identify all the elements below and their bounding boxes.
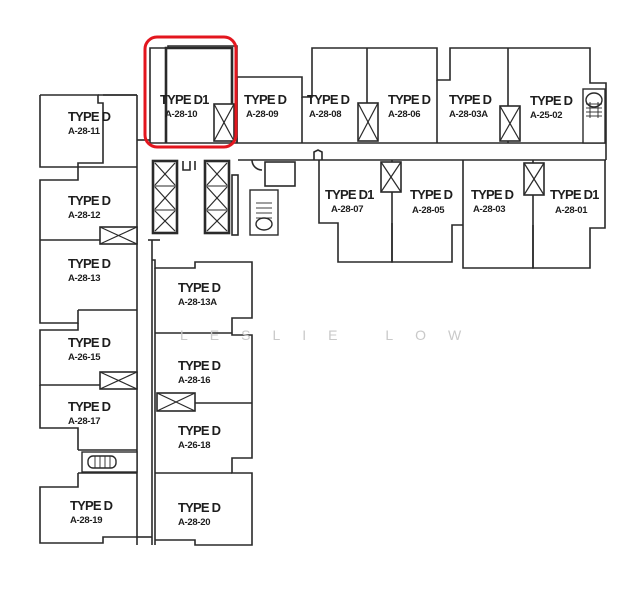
west-wing-units (39, 94, 150, 545)
svg-text:A-28-13: A-28-13 (68, 273, 100, 284)
service-shaft-icon (99, 371, 138, 390)
unit-a-28-10[interactable]: TYPE D1 A-28-10 (160, 92, 210, 120)
svg-text:A-28-03A: A-28-03A (449, 109, 488, 120)
svg-text:TYPE D: TYPE D (244, 92, 287, 107)
svg-text:A-28-08: A-28-08 (309, 109, 341, 120)
unit-a-28-01[interactable]: TYPE D1 A-28-01 (550, 187, 600, 216)
svg-text:A-28-17: A-28-17 (68, 416, 100, 427)
svg-text:A-28-09: A-28-09 (246, 109, 278, 120)
unit-a-28-06[interactable]: TYPE D A-28-06 (388, 92, 431, 120)
unit-a-28-20[interactable]: TYPE D A-28-20 (178, 500, 221, 528)
svg-text:TYPE D: TYPE D (68, 193, 111, 208)
staircase-icon (81, 451, 138, 473)
svg-text:TYPE D: TYPE D (178, 280, 221, 295)
svg-text:TYPE D: TYPE D (410, 187, 453, 202)
shafts-top (213, 88, 606, 144)
unit-a-28-08[interactable]: TYPE D A-28-08 (307, 92, 350, 120)
service-shaft-icon (213, 103, 235, 142)
unit-a-28-16[interactable]: TYPE D A-28-16 (178, 358, 221, 386)
service-shaft-icon (156, 392, 196, 412)
unit-a-28-13[interactable]: TYPE D A-28-13 (68, 256, 111, 284)
service-shaft-icon (357, 102, 379, 142)
svg-text:A-28-03: A-28-03 (473, 204, 505, 215)
staircase-icon (582, 88, 606, 144)
svg-text:A-28-13A: A-28-13A (178, 297, 217, 308)
east-wing-units (238, 143, 607, 269)
unit-labels: TYPE D1 A-28-10 TYPE D A-28-09 TYPE D A-… (68, 92, 600, 528)
svg-text:TYPE D: TYPE D (178, 500, 221, 515)
svg-text:TYPE D: TYPE D (178, 423, 221, 438)
west-corridor (137, 240, 153, 545)
svg-text:TYPE D: TYPE D (388, 92, 431, 107)
service-shaft-icon (499, 105, 521, 142)
svg-text:A-28-19: A-28-19 (70, 515, 102, 526)
door-marker-icon (313, 149, 323, 160)
svg-text:TYPE D: TYPE D (68, 256, 111, 271)
svg-text:TYPE D: TYPE D (178, 358, 221, 373)
unit-a-28-12[interactable]: TYPE D A-28-12 (68, 193, 111, 221)
unit-a-28-03a[interactable]: TYPE D A-28-03A (449, 92, 492, 120)
svg-text:A-28-16: A-28-16 (178, 375, 210, 386)
svg-text:A-28-07: A-28-07 (331, 204, 363, 215)
unit-a-28-11[interactable]: TYPE D A-28-11 (68, 109, 111, 137)
svg-text:TYPE D: TYPE D (530, 93, 573, 108)
svg-text:A-28-05: A-28-05 (412, 205, 445, 216)
svg-text:A-28-20: A-28-20 (178, 517, 210, 528)
unit-a-28-03[interactable]: TYPE D A-28-03 (471, 187, 514, 215)
svg-text:TYPE D: TYPE D (449, 92, 492, 107)
watermark: LESLIE LOW (180, 327, 483, 343)
service-shaft-icon (523, 162, 545, 196)
svg-text:A-26-15: A-26-15 (68, 352, 101, 363)
svg-text:A-28-06: A-28-06 (388, 109, 420, 120)
unit-a-28-19[interactable]: TYPE D A-28-19 (70, 498, 113, 526)
staircase-icon (249, 189, 279, 236)
svg-text:A-25-02: A-25-02 (530, 110, 562, 121)
svg-text:TYPE D1: TYPE D1 (550, 187, 599, 202)
unit-a-26-18[interactable]: TYPE D A-26-18 (178, 423, 221, 451)
svg-text:A-28-12: A-28-12 (68, 210, 100, 221)
unit-a-28-17[interactable]: TYPE D A-28-17 (68, 399, 111, 427)
unit-highlight-outline (143, 35, 238, 149)
svg-text:TYPE D: TYPE D (68, 399, 111, 414)
unit-a-28-05[interactable]: TYPE D A-28-05 (410, 187, 453, 216)
svg-text:TYPE D1: TYPE D1 (160, 92, 209, 107)
svg-text:A-26-18: A-26-18 (178, 440, 210, 451)
unit-a-28-09[interactable]: TYPE D A-28-09 (244, 92, 287, 120)
svg-text:TYPE D: TYPE D (307, 92, 350, 107)
unit-a-28-13a[interactable]: TYPE D A-28-13A (178, 280, 221, 308)
svg-text:TYPE D: TYPE D (70, 498, 113, 513)
svg-text:TYPE D: TYPE D (68, 335, 111, 350)
unit-a-26-15[interactable]: TYPE D A-26-15 (68, 335, 111, 363)
svg-text:TYPE D: TYPE D (68, 109, 111, 124)
lift-core (148, 159, 296, 241)
svg-text:TYPE D1: TYPE D1 (325, 187, 374, 202)
service-shaft-icon (380, 161, 402, 193)
svg-text:A-28-11: A-28-11 (68, 126, 101, 137)
service-shaft-icon (99, 226, 138, 245)
svg-text:A-28-10: A-28-10 (165, 109, 197, 120)
south-wing-units (152, 259, 253, 546)
lift-icon (205, 162, 229, 232)
unit-a-25-02[interactable]: TYPE D A-25-02 (530, 93, 573, 121)
svg-text:TYPE D: TYPE D (471, 187, 514, 202)
lift-icon (153, 162, 177, 232)
unit-a-28-07[interactable]: TYPE D1 A-28-07 (325, 187, 375, 215)
svg-text:A-28-01: A-28-01 (555, 205, 588, 216)
